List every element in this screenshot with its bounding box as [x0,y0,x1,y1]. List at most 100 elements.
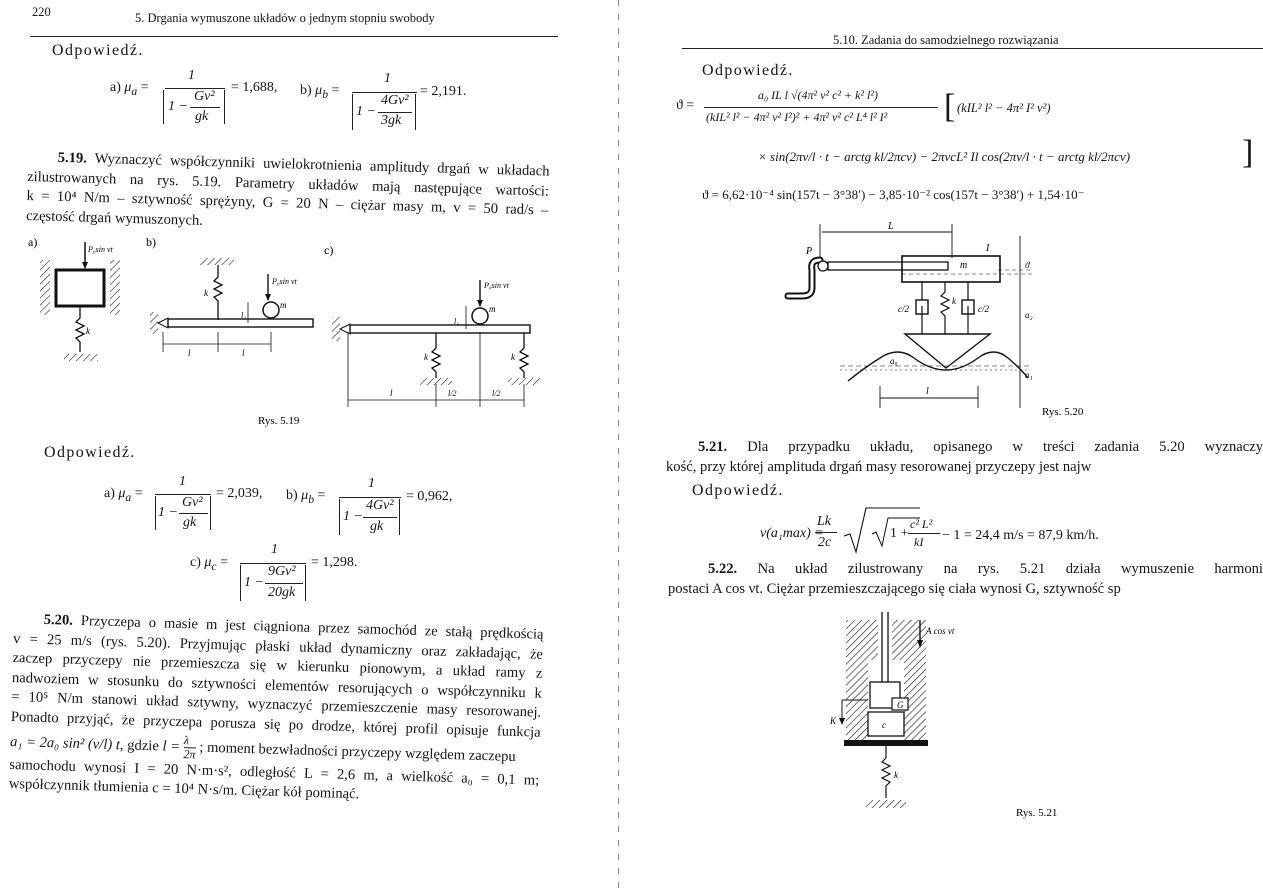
bracket-open: [ [944,88,956,125]
figure-5-21-caption: Rys. 5.21 [1016,807,1057,819]
dim-l: l [926,386,929,397]
spring-label-c2: k [511,352,516,362]
v-max-frac-bar [815,532,837,533]
answer2-a-one: 1 − [158,505,178,520]
dim-l-c: l [390,388,393,398]
theta-lhs: ϑ = [676,98,695,113]
v-max-inner-bar [908,533,940,534]
answer2-a-inner-bar [179,513,208,514]
v-max-lhs: v(a₁max) = [760,526,824,541]
page-number: 220 [32,5,51,19]
v-max-num: Lk [817,514,831,529]
abs-bar-left [163,90,164,124]
problem-5-22: 5.22. Na układ zilustrowany na rys. 5.21… [668,561,1263,597]
answer-b-inner-num: 4Gv² [381,93,409,108]
answer2-c-inner-num: 9Gv² [268,564,296,579]
abs-bar-left [155,496,156,530]
abs-bar-right [399,499,400,535]
label-theta: ϑ [1025,260,1030,270]
theta-line-3: ϑ = 6,62·10⁻⁴ sin(157t − 3°38′) − 3,85·1… [702,187,1085,202]
answer-a-one: 1 − [168,99,188,114]
answer2-a-label: a) μa = [104,486,143,504]
problem-5-21: 5.21. Dla przypadku układu, opisanego w … [666,439,1263,475]
answer-a-label: a) μa = [110,80,149,98]
fig-label-c: c) [324,243,333,257]
dim-l-b1: l [188,348,191,358]
figure-5-19-caption: Rys. 5.19 [258,415,300,427]
spring-c1 [430,333,442,378]
label-K: K [829,716,837,726]
beam-c [349,324,531,334]
answer-heading-2: Odpowiedź. [44,444,136,461]
v-max-inner-num: c² L² [910,517,933,531]
answer2-b-inner-bar [363,517,397,518]
label-m: m [960,260,967,271]
answer2-c-result: = 1,298. [311,555,358,570]
answer2-b-frac-bar [339,497,401,498]
spring-label-b: k [204,288,209,298]
answer2-b-numerator: 1 [368,476,375,491]
wall-c [332,317,340,341]
answer-a-inner-num: Gv² [194,89,215,104]
figure-5-21: A cos νt G c K k Rys. 5.21 [829,612,1057,819]
wall-left [40,260,50,315]
suspension-spring [939,282,951,334]
label-k-5-21: k [894,770,899,780]
force-label-c: P₀sin νt [483,281,510,290]
answer-a-result: = 1,688, [231,80,278,95]
label-k: k [952,296,957,306]
bracket-head: (kIL² l² − 4π² I² v²) [957,101,1051,115]
abs-bar-right [305,565,306,601]
housing-right [904,620,926,742]
ceiling-b [200,258,234,265]
dim-L: L [887,221,894,232]
answer2-a-frac-bar [155,494,211,495]
answer-b-result: = 2,191. [420,84,467,99]
road-profile [847,351,1029,382]
answer2-b-inner-den: gk [370,519,384,534]
label-c2-right: c/2 [978,304,989,314]
dim-l2-c1: l/2 [448,389,456,398]
sqrt-signs [843,507,920,554]
answer-b-inner-den: 3gk [381,113,402,128]
damper-c [867,711,905,737]
v-max-inner-den: kI [914,535,924,549]
answer2-b-label: b) μb = [286,488,326,506]
v-max-den: 2c [818,535,832,550]
abs-bar-right [224,90,225,124]
mass-label-c: m [489,304,496,314]
wall-right [110,260,120,315]
answer2-b-one: 1 − [343,509,363,524]
figure-5-20-caption: Rys. 5.20 [1042,406,1084,418]
spring-label-c1: k [424,352,429,362]
answer-b-one: 1 − [356,104,376,119]
answer2-c-one: 1 − [244,575,264,590]
force-label-a: P₀sin νt [87,245,114,254]
label-a1: a₁ [1025,370,1033,380]
spring-label-a: k [86,326,91,336]
hitch-pivot [817,260,829,272]
label-c2-left: c/2 [898,304,909,314]
answer2-a-result: = 2,039, [216,486,263,501]
abs-bar-left [352,94,353,130]
answer-a-inner-den: gk [195,109,209,124]
label-P: P [805,246,812,257]
figure-5-19: a) P₀sin νt k b) k m P₀sin νt l₁ l l c) [28,235,540,427]
housing-left [846,620,868,742]
force-label-5-21: A cos νt [925,626,955,636]
hitch-hook [784,256,824,300]
answer2-a-inner-den: gk [183,515,197,530]
spring-5-21 [880,757,892,798]
dim-l1-b: l₁ [241,311,246,320]
answer-a-inner-bar [190,107,220,108]
ground-c2 [508,378,540,385]
answer-b-numerator: 1 [384,71,391,86]
header-rule [30,36,558,37]
v-max-one-plus: 1 + [890,526,909,541]
ground-c1 [420,378,452,385]
answer2-c-label: c) μc = [190,555,229,573]
ground-5-21 [866,800,906,808]
figure-5-20: L P m I ϑ a₂ a₁ c/2 k c/2 a₀ l R [784,221,1084,418]
trailer-mass [901,255,1001,283]
answer-heading-521: Odpowiedź. [692,482,784,499]
